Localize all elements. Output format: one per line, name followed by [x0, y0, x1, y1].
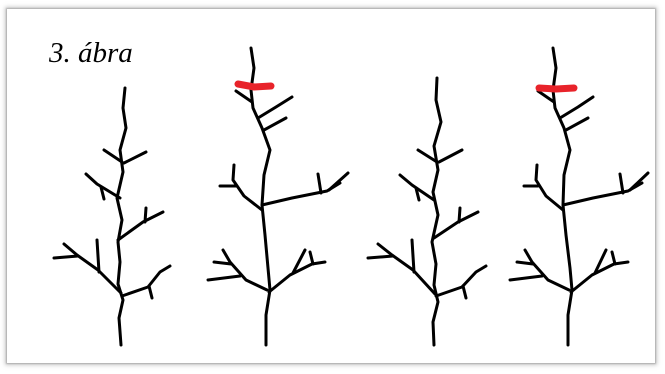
- tree-3-branch: [439, 150, 462, 162]
- tree-4-branch: [536, 165, 563, 210]
- tree-1-branch: [54, 256, 78, 258]
- tree-3-branch: [412, 240, 414, 272]
- tree-4-branch: [563, 183, 642, 205]
- tree-2-branch: [310, 252, 313, 264]
- tree-3-branch: [368, 256, 393, 258]
- tree-2: [208, 48, 348, 345]
- tree-3-branch: [463, 286, 466, 298]
- tree-1-branch: [64, 244, 121, 293]
- tree-3-trunk: [432, 78, 441, 345]
- tree-1: [54, 88, 170, 345]
- tree-4-cut-mark: [539, 88, 574, 89]
- tree-4-trunk: [553, 48, 572, 345]
- tree-4-branch: [538, 91, 554, 102]
- tree-2-branch: [262, 183, 340, 205]
- tree-3: [368, 78, 486, 345]
- tree-4-branch: [510, 276, 542, 280]
- tree-2-branch: [233, 165, 262, 210]
- tree-4-branch: [566, 118, 588, 130]
- tree-2-cut-mark: [238, 84, 271, 87]
- tree-2-branch: [318, 174, 321, 193]
- tree-1-trunk: [117, 88, 126, 345]
- tree-4-branch: [517, 262, 533, 264]
- tree-2-trunk: [251, 48, 270, 345]
- tree-2-branch: [264, 118, 286, 130]
- tree-4: [510, 48, 648, 345]
- tree-4-branch: [612, 252, 615, 264]
- tree-1-branch: [118, 212, 163, 240]
- tree-1-branch: [145, 208, 146, 222]
- tree-3-branch: [434, 212, 478, 238]
- tree-3-branch: [459, 208, 460, 222]
- tree-2-branch: [236, 91, 252, 102]
- tree-2-branch: [329, 173, 348, 190]
- tree-4-branch: [525, 250, 569, 290]
- tree-3-branch: [436, 266, 486, 296]
- tree-1-branch: [149, 286, 152, 298]
- tree-2-branch: [214, 262, 231, 264]
- tree-1-branch: [97, 240, 99, 272]
- tree-1-branch: [124, 152, 146, 163]
- tree-2-branch: [223, 250, 267, 290]
- tree-4-branch: [620, 174, 623, 193]
- tree-1-branch: [122, 266, 170, 296]
- tree-4-branch: [630, 173, 648, 190]
- tree-2-branch: [208, 276, 240, 280]
- tree-2-branch: [258, 97, 292, 118]
- tree-3-branch: [378, 244, 435, 294]
- tree-4-branch: [560, 97, 593, 118]
